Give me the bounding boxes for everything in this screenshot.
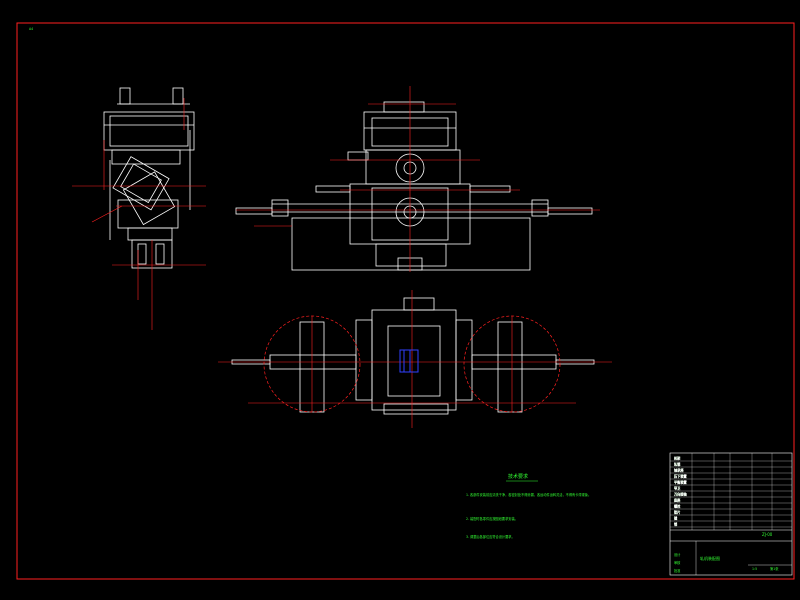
plan-view-centerlines — [218, 290, 612, 428]
side-view — [103, 87, 195, 269]
side-view-centerlines — [72, 98, 206, 330]
note-2: 2. 装配时各零件应按图纸要求安装。 — [466, 516, 518, 521]
note-3: 3. 调整后各部位应符合设计要求。 — [466, 534, 515, 539]
notes-heading: 技术要求 — [508, 473, 528, 480]
plan-view — [231, 297, 595, 415]
parts-row-label: 轧辊 — [674, 462, 681, 467]
title-drawing-name: 轧机装配图 — [700, 555, 720, 561]
front-view — [235, 101, 593, 271]
title-scale: 1:5 — [752, 567, 757, 571]
title-checker: 审核 — [674, 560, 681, 565]
parts-row-label: 万向接轴 — [674, 492, 687, 497]
parts-row-label: 压下装置 — [674, 474, 687, 479]
parts-row-label: 螺栓 — [674, 504, 681, 509]
parts-row-label: 底座 — [674, 498, 681, 503]
parts-row-label: 轴承座 — [674, 468, 684, 473]
parts-row-label: 键 — [674, 516, 678, 521]
sheet-border — [16, 22, 795, 580]
technical-notes: 技术要求 1. 各部件安装前应清洗干净，各密封处不得渗漏，各运动件运转灵活，不得… — [466, 473, 591, 539]
title-drawing-no: ZJ-00 — [762, 532, 773, 537]
title-sheet: 第1张 — [770, 566, 779, 571]
corner-tag: A4 — [29, 27, 33, 31]
parts-row-label: 平衡装置 — [674, 480, 687, 485]
parts-row-label: 机架 — [674, 456, 681, 461]
parts-row-label: 销 — [674, 522, 678, 527]
front-view-centerlines — [236, 86, 600, 272]
parts-row-label: 垫片 — [674, 510, 680, 515]
title-designer: 设计 — [674, 552, 681, 557]
parts-row-label: 导卫 — [674, 486, 681, 491]
plan-view-blue-detail — [399, 349, 419, 373]
note-1: 1. 各部件安装前应清洗干净，各密封处不得渗漏，各运动件运转灵活，不得有卡滞现象… — [466, 492, 591, 497]
title-approver: 批准 — [674, 568, 681, 573]
